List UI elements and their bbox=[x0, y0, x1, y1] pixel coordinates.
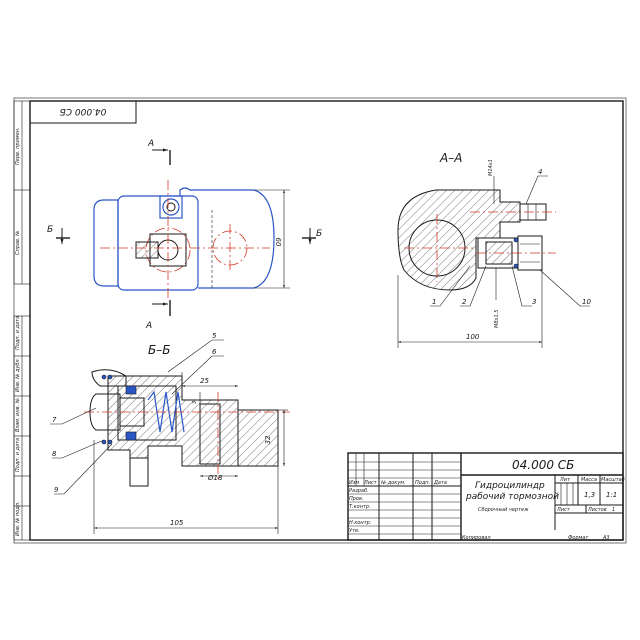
label-sheet: Лист bbox=[556, 507, 571, 513]
cylinder-body bbox=[117, 195, 199, 291]
side-label-perv: Перв. примен. bbox=[15, 127, 21, 165]
label-utv: Утв. bbox=[349, 528, 360, 534]
label-ndoc: № докум. bbox=[380, 480, 406, 486]
label-mass: Масса bbox=[581, 477, 597, 483]
cut-a-bottom: А bbox=[145, 321, 152, 331]
label-lit: Лит bbox=[559, 477, 571, 483]
label-razrab: Разраб. bbox=[349, 488, 369, 494]
label-nkontr: Н.контр. bbox=[349, 520, 371, 526]
return-spring bbox=[147, 390, 185, 433]
callout-3: 3 bbox=[532, 298, 536, 306]
value-scale: 1:1 bbox=[606, 491, 617, 499]
side-label-podp1: Подп. и дата bbox=[15, 316, 21, 350]
title-line-2: рабочий тормозной bbox=[465, 492, 559, 502]
title-doc-code: 04.000 СБ bbox=[512, 458, 574, 472]
dim-60: 60 bbox=[274, 238, 282, 247]
cut-a-top: А bbox=[147, 139, 154, 149]
callout-4: 4 bbox=[538, 168, 542, 176]
section-aa-body bbox=[397, 189, 521, 291]
label-sheets: Листов bbox=[587, 507, 607, 513]
title-line-1: Гидроцилиндр bbox=[475, 481, 545, 491]
dim-105: 105 bbox=[170, 519, 184, 527]
dim-25: 25 bbox=[200, 377, 209, 385]
side-label-inv-dubl: Инв. № дубл. bbox=[15, 358, 21, 392]
mounting-flange bbox=[179, 187, 275, 289]
plan-view: 60 А А Б Б bbox=[47, 139, 322, 331]
bottom-strip: Копировал Формат А3 bbox=[462, 535, 610, 541]
bottom-fitting bbox=[129, 457, 149, 487]
doc-code-box: 04.000 СБ bbox=[29, 100, 137, 124]
plunger bbox=[89, 393, 121, 431]
section-aa-view: А–А 100 М14х1 М8х1,5 1 2 bbox=[397, 151, 591, 348]
value-mass: 1,3 bbox=[584, 491, 595, 499]
side-label-inv-podl: Инв. № подл. bbox=[15, 502, 21, 537]
drawing-frame bbox=[29, 100, 624, 541]
value-format: А3 bbox=[602, 535, 610, 541]
title-subtitle: Сборочный чертеж bbox=[478, 507, 529, 513]
dim-3: 3 bbox=[192, 401, 198, 404]
section-aa-title: А–А bbox=[439, 151, 462, 165]
dim-m8: М8х1,5 bbox=[494, 310, 500, 328]
side-label-sprav: Справ. № bbox=[15, 231, 21, 255]
dim-100: 100 bbox=[466, 333, 480, 341]
dim-32: 32 bbox=[264, 435, 272, 444]
callout-1: 1 bbox=[432, 298, 436, 306]
label-izm: Изм bbox=[349, 480, 359, 486]
label-tkontr: Т.контр. bbox=[349, 504, 371, 510]
cut-b-left: Б bbox=[47, 225, 53, 235]
left-side-strip: Перв. примен. Справ. № Подп. и дата Инв.… bbox=[13, 100, 31, 541]
label-prov: Пров. bbox=[349, 496, 364, 502]
callout-6: 6 bbox=[212, 348, 217, 356]
section-bb-view: Б–Б 105 25 3 bbox=[50, 332, 290, 534]
label-scale: Масштаб bbox=[601, 477, 625, 483]
bleed-fitting bbox=[159, 195, 183, 219]
label-data: Дата bbox=[433, 480, 447, 486]
side-label-vzam: Взам. инв. № bbox=[15, 398, 21, 432]
dim-m14: М14х1 bbox=[488, 159, 494, 176]
label-format: Формат bbox=[568, 535, 589, 541]
cut-b-right: Б bbox=[316, 229, 322, 239]
cylinder-cap bbox=[93, 199, 119, 287]
callout-2: 2 bbox=[462, 298, 467, 306]
doc-code-rotated: 04.000 СБ bbox=[60, 106, 107, 116]
callout-5: 5 bbox=[212, 332, 217, 340]
fitting-section bbox=[135, 241, 159, 259]
label-podp: Подп. bbox=[415, 480, 430, 486]
value-sheets: 1 bbox=[612, 507, 615, 513]
callout-9: 9 bbox=[54, 486, 59, 494]
section-bb-flange bbox=[237, 409, 279, 467]
outer-sheet-edge bbox=[13, 97, 627, 544]
callout-8: 8 bbox=[52, 450, 57, 458]
label-list: Лист bbox=[363, 480, 378, 486]
callout-10: 10 bbox=[582, 298, 591, 306]
label-copied: Копировал bbox=[462, 535, 491, 541]
dim-d18: Ø18 bbox=[207, 474, 223, 482]
callout-7: 7 bbox=[52, 416, 57, 424]
title-block: 04.000 СБ Изм Лист № докум. Подп. Дата Р… bbox=[347, 452, 625, 541]
section-bb-title: Б–Б bbox=[148, 343, 170, 357]
side-label-podp2: Подп. и дата bbox=[15, 438, 21, 472]
